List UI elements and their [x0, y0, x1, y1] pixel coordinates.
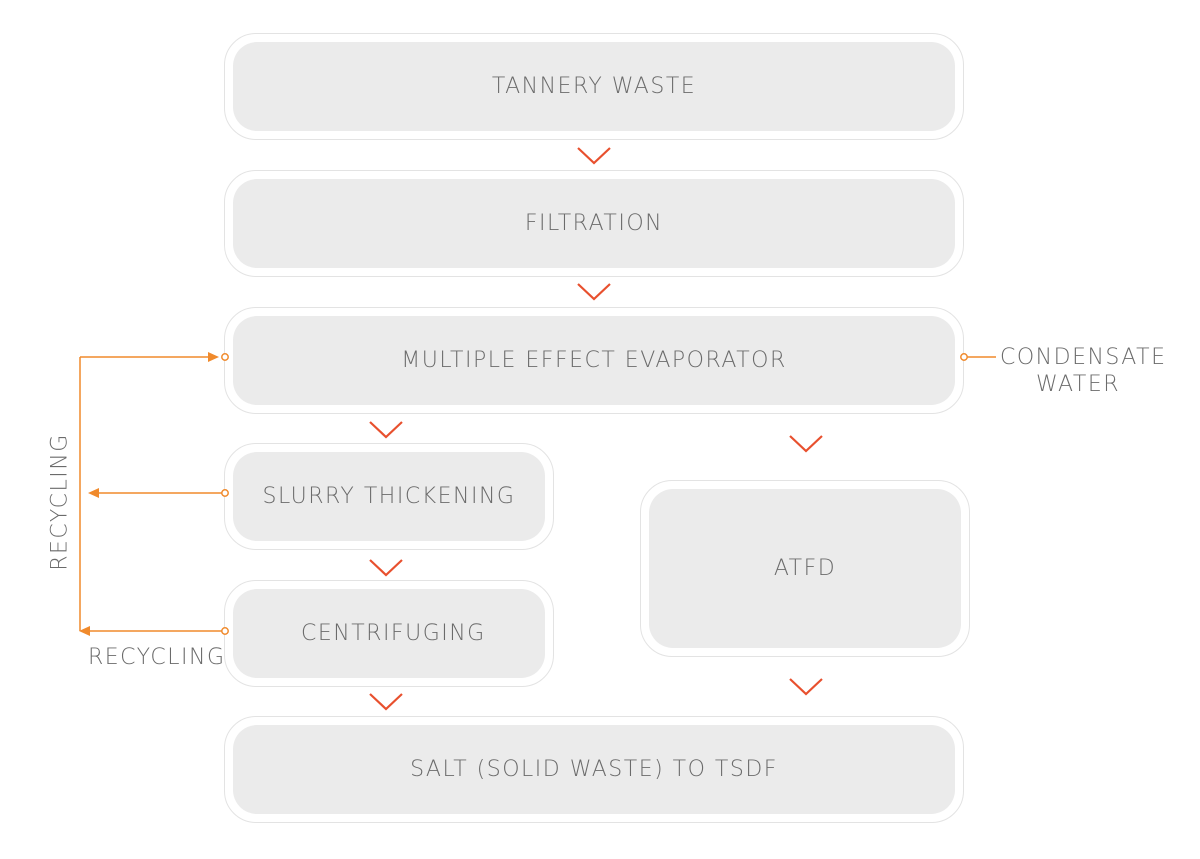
chevron-down-icon — [789, 435, 823, 453]
atfd-box: ATFD — [640, 480, 970, 657]
salt-box: SALT (SOLID WASTE) TO TSDF — [224, 716, 964, 823]
slurry-thickening-box: SLURRY THICKENING — [224, 443, 554, 550]
centrifuging-box: CENTRIFUGING — [224, 580, 554, 687]
chevron-down-icon — [789, 678, 823, 696]
arrow-right-icon — [208, 352, 219, 362]
chevron-down-icon — [577, 283, 611, 301]
recycling-vertical-label: RECYCLING — [47, 433, 73, 571]
salt-label: SALT (SOLID WASTE) TO TSDF — [410, 757, 778, 782]
chevron-down-icon — [369, 559, 403, 577]
mee-label: MULTIPLE EFFECT EVAPORATOR — [401, 348, 787, 373]
tannery-waste-box: TANNERY WASTE — [224, 33, 964, 140]
chevron-down-icon — [369, 421, 403, 439]
slurry-thickening-label: SLURRY THICKENING — [262, 484, 516, 509]
recycling-bottom-label: RECYCLING — [88, 645, 226, 670]
chevron-down-icon — [577, 147, 611, 165]
tannery-waste-label: TANNERY WASTE — [491, 74, 697, 99]
centrifuging-label: CENTRIFUGING — [301, 621, 486, 646]
atfd-label: ATFD — [773, 556, 837, 581]
mee-box: MULTIPLE EFFECT EVAPORATOR — [224, 307, 964, 414]
filtration-box: FILTRATION — [224, 170, 964, 277]
chevron-down-icon — [369, 693, 403, 711]
condensate-label-line2: WATER — [1036, 372, 1121, 397]
arrow-left-icon — [88, 488, 99, 498]
arrow-left-icon — [79, 626, 90, 636]
condensate-label-line1: CONDENSATE — [1000, 345, 1167, 370]
filtration-label: FILTRATION — [524, 211, 664, 236]
